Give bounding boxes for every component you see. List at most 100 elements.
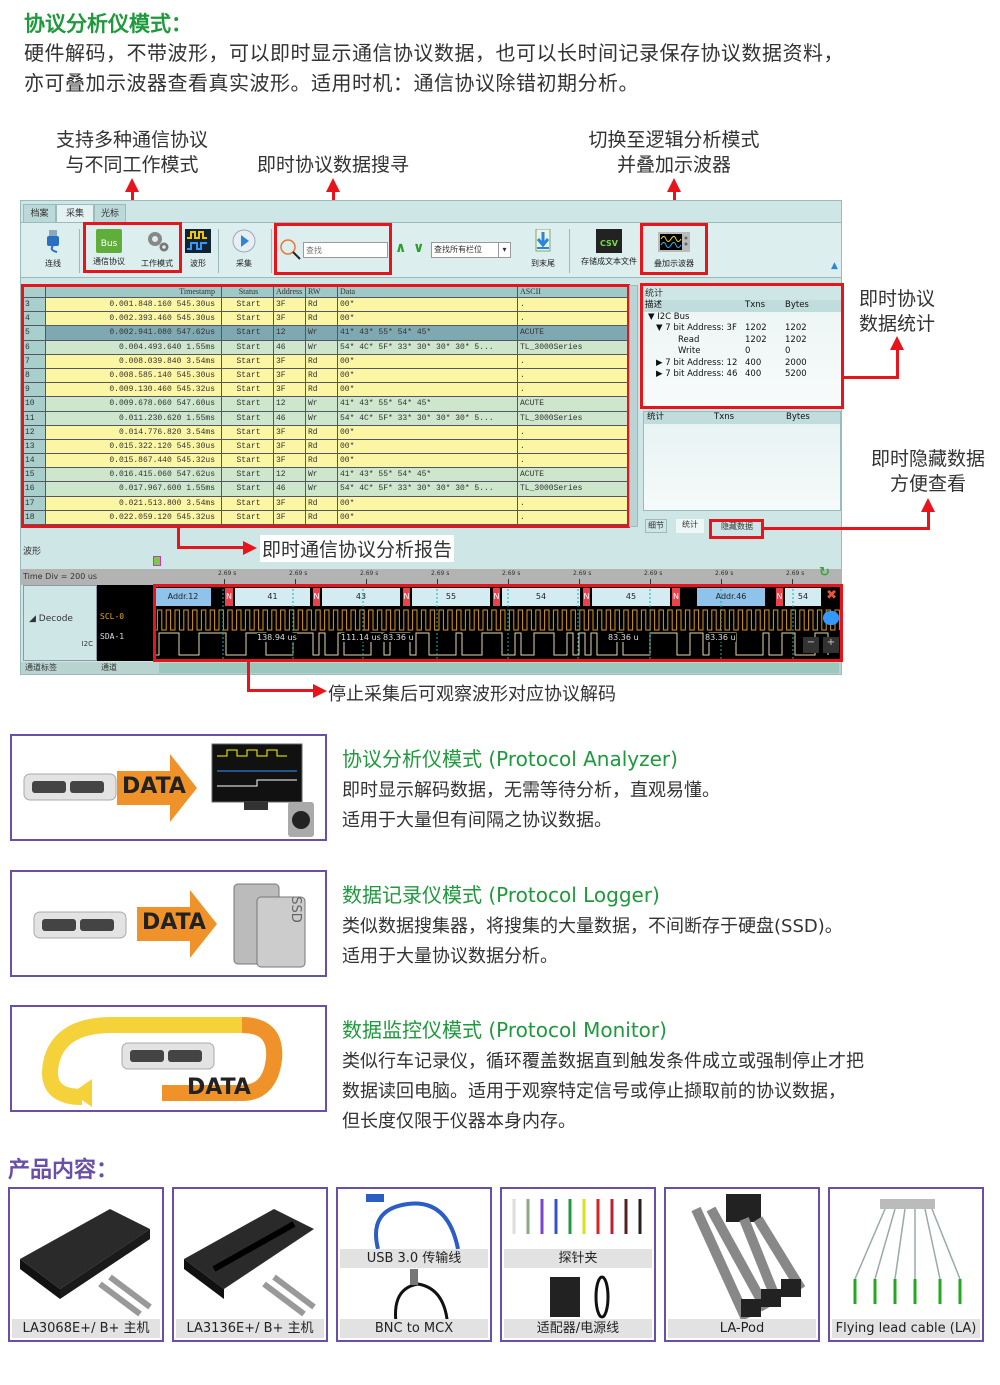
address-cell: 3F [274, 383, 306, 397]
waveform-button[interactable]: 波形 [183, 229, 213, 269]
callout-line: 方便查看 [889, 473, 966, 495]
decode-nak-segment[interactable]: N [493, 588, 500, 606]
arrow-head [243, 541, 257, 555]
decode-nak-segment[interactable]: N [225, 588, 233, 606]
data-cell: 00* [338, 496, 518, 510]
decode-nak-segment[interactable]: N [583, 588, 590, 606]
zoom-in-icon[interactable]: + [823, 637, 839, 653]
connect-button[interactable]: 连线 [33, 229, 73, 269]
to-end-button[interactable]: 到末尾 [523, 228, 563, 269]
address-cell: 3F [274, 298, 306, 312]
protocol-button[interactable]: Bus 通信协议 [87, 229, 131, 267]
zoom-out-icon[interactable]: − [803, 637, 819, 653]
decode-nak-segment[interactable]: N [313, 588, 320, 606]
data-cell: 41* 43* 55* 54* 45* [338, 326, 518, 340]
rw-cell: Wr [306, 326, 338, 340]
column-header[interactable]: Data [338, 286, 518, 297]
callout-line: 并叠加示波器 [616, 154, 731, 176]
table-scrollbar[interactable] [629, 285, 638, 527]
workmode-button[interactable]: 工作模式 [135, 229, 179, 269]
product-image [10, 1189, 162, 1323]
callout-stats: 即时协议 数据统计 [847, 287, 947, 337]
tab-hidden-data[interactable]: 隐藏数据 [712, 521, 762, 535]
gear-icon [148, 232, 169, 252]
next-result-button[interactable]: ∨ [413, 240, 425, 256]
collapse-ribbon-icon[interactable]: ▲ [831, 261, 838, 271]
decode-data-segment[interactable]: 55 [412, 588, 490, 606]
time-tick-label: 2.69 s [360, 570, 379, 577]
waveform-title: 波形 [23, 547, 42, 557]
product-card: LA3136E+/ B+ 主机 [172, 1187, 328, 1342]
column-header[interactable]: RW [306, 286, 338, 297]
callout-line: 与不同工作模式 [65, 154, 199, 176]
prev-result-button[interactable]: ∧ [395, 240, 407, 256]
decode-data-segment[interactable]: 54 [502, 588, 580, 606]
tab-cursor[interactable]: 光标 [94, 204, 126, 222]
horizontal-scrollbar[interactable] [159, 663, 839, 673]
callout-switch: 切换至逻辑分析模式 并叠加示波器 [564, 128, 784, 178]
column-header[interactable]: Status [222, 286, 274, 297]
overlay-scope-button[interactable]: 叠加示波器 [645, 229, 703, 269]
search-field-select[interactable]: 查找所有栏位▾ [431, 242, 511, 258]
decode-nak-segment[interactable]: N [403, 588, 410, 606]
column-header[interactable] [23, 286, 46, 297]
column-header[interactable]: Address [274, 286, 306, 297]
mode-description: 适用于大量但有间隔之协议数据。 [342, 810, 612, 831]
stats-tree-row[interactable]: ▼ I2C Bus [642, 312, 842, 324]
mode-description: 类似行车记录仪，循环覆盖数据直到触发条件成立或强制停止才把 [342, 1051, 864, 1072]
tab-capture[interactable]: 采集 [56, 204, 94, 222]
search-input[interactable] [303, 242, 388, 258]
product-caption: 探针夹 [504, 1249, 652, 1268]
timestamp-cell: 0.001.848.160 545.30us [46, 298, 222, 312]
intro-line-2: 亦可叠加示波器查看真实波形。适用时机：通信协议除错初期分析。 [24, 71, 639, 95]
decode-group-label[interactable]: ◢ Decode [29, 614, 73, 624]
decode-address-segment[interactable]: Addr.12 [155, 588, 211, 606]
capture-button[interactable]: 采集 [224, 229, 264, 269]
stats-bytes: 2000 [785, 357, 807, 368]
tab-detail[interactable]: 细节 [645, 519, 667, 533]
stats-bytes: 1202 [785, 334, 807, 345]
tab-stats[interactable]: 统计 [676, 519, 704, 533]
mode-illustration: DATA [10, 734, 327, 841]
decode-data-segment[interactable]: 41 [235, 588, 310, 606]
callout-decode: 停止采集后可观察波形对应协议解码 [328, 684, 616, 705]
decode-data-segment[interactable]: 43 [322, 588, 400, 606]
refresh-icon[interactable]: ↻ [819, 565, 830, 580]
address-cell: 3F [274, 354, 306, 368]
decode-nak-segment[interactable]: N [672, 588, 680, 606]
decode-address-segment[interactable]: Addr.46 [697, 588, 765, 606]
address-cell: 46 [274, 340, 306, 354]
trigger-marker-icon[interactable] [153, 556, 161, 566]
tab-file[interactable]: 档案 [23, 204, 56, 222]
decode-data-segment[interactable]: 54 [785, 588, 821, 606]
time-ruler [21, 569, 841, 585]
decode-nak-segment[interactable]: N [776, 588, 783, 606]
column-header[interactable]: Timestamp [46, 286, 222, 297]
comment-icon[interactable] [823, 611, 839, 625]
save-csv-button[interactable]: CSV 存储成文本文件 [576, 229, 642, 267]
close-icon[interactable]: ✖ [826, 588, 837, 603]
